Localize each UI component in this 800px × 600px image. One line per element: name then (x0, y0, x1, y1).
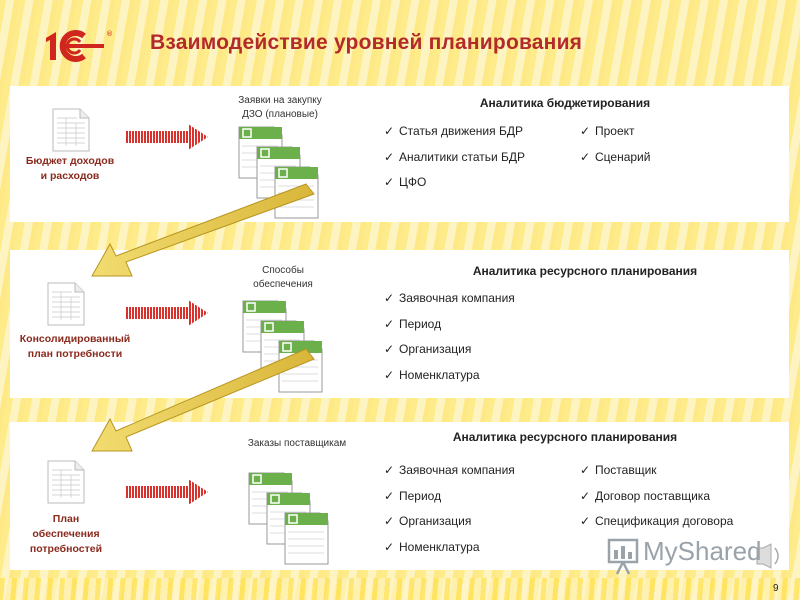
check-item: ✓Заявочная компания (384, 463, 515, 477)
check-item: ✓Аналитики статьи БДР (384, 150, 526, 164)
document-stack-icon (248, 472, 329, 565)
document-icon (47, 282, 85, 326)
check-item: ✓Организация (384, 342, 472, 356)
presentation-board-icon (607, 538, 779, 575)
check-item: ✓Заявочная компания (384, 291, 515, 305)
red-arrow-icon (126, 124, 208, 150)
page-number: 9 (773, 583, 779, 594)
check-item: ✓Спецификация договора (580, 514, 734, 528)
check-item: ✓Сценарий (580, 150, 651, 164)
yellow-flow-arrow-icon (91, 348, 315, 452)
check-item: ✓ЦФО (384, 175, 427, 189)
section-title: Аналитика ресурсного планирования (472, 264, 698, 278)
document-icon (52, 108, 90, 152)
panel-resource-planning: Консолидированный план потребности Спосо… (10, 250, 789, 398)
red-arrow-icon (126, 479, 208, 505)
section-title: Аналитика ресурсного планирования (452, 430, 678, 444)
target-label: Заявки на закупку ДЗО (плановые) (238, 95, 322, 120)
slide-header: ® Взаимодействие уровней планирования (0, 0, 800, 82)
document-icon (47, 460, 85, 504)
check-item: ✓Организация (384, 514, 472, 528)
check-item: ✓Номенклатура (384, 368, 480, 382)
panel-budgeting: Бюджет доходов и расходов Заявки на заку… (10, 86, 789, 222)
check-item: ✓Период (384, 317, 442, 331)
source-label: Бюджет доходов и расходов (25, 155, 115, 182)
1c-logo-icon: ® (46, 30, 113, 62)
check-item: ✓Поставщик (580, 463, 657, 477)
check-item: ✓Номенклатура (384, 540, 480, 554)
section-title: Аналитика бюджетирования (479, 96, 651, 110)
check-item: ✓Договор поставщика (580, 489, 710, 503)
panel-supply-planning: План обеспечения потребностей Заказы пос… (10, 422, 789, 570)
bottom-decoration (0, 578, 800, 600)
svg-text:®: ® (106, 30, 113, 38)
check-item: ✓Статья движения БДР (384, 124, 523, 138)
source-label: Консолидированный план потребности (19, 333, 131, 360)
target-label: Способы обеспечения (253, 265, 313, 290)
target-label: Заказы поставщикам (247, 438, 347, 449)
watermark-text: MyShared (643, 536, 762, 566)
yellow-flow-arrow-icon (91, 183, 315, 277)
source-label: План обеспечения потребностей (29, 513, 103, 555)
check-item: ✓Проект (580, 124, 635, 138)
document-stack-icon (238, 126, 319, 219)
red-arrow-icon (126, 300, 208, 326)
check-item: ✓Период (384, 489, 442, 503)
page-title: Взаимодействие уровней планирования (150, 31, 583, 54)
